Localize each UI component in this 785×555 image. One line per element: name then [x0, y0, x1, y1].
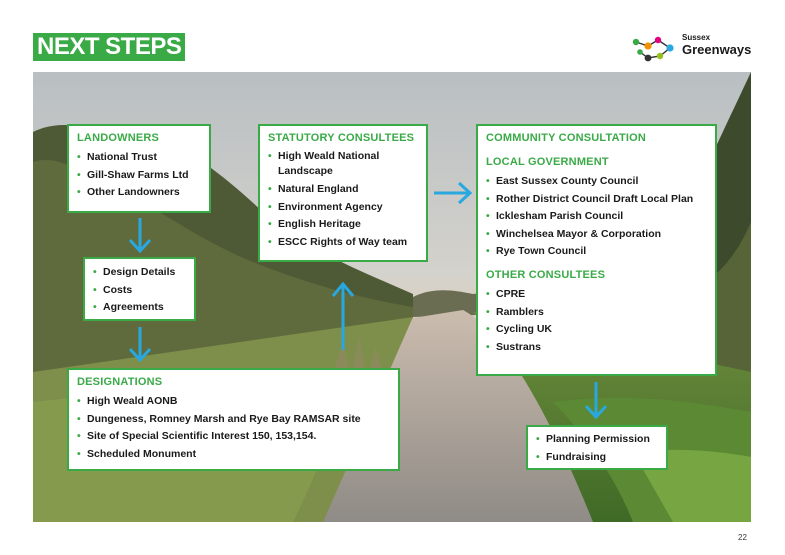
- statutory-consultees-box: STATUTORY CONSULTEES High Weald National…: [258, 124, 428, 262]
- logo-text: Sussex Greenways: [682, 33, 752, 57]
- arrow-down-icon: [584, 382, 608, 420]
- design-box: Design Details Costs Agreements: [83, 257, 196, 321]
- designations-box: DESIGNATIONS High Weald AONB Dungeness, …: [67, 368, 400, 471]
- list-item: Ramblers: [486, 304, 707, 322]
- logo-icon: [632, 36, 674, 62]
- landowners-heading: LANDOWNERS: [77, 132, 160, 144]
- community-heading: COMMUNITY CONSULTATION: [486, 132, 647, 144]
- logo-line2: Greenways: [682, 42, 752, 57]
- list-item: Natural England: [268, 181, 418, 199]
- list-item: Sustrans: [486, 339, 707, 357]
- list-item: High Weald AONB: [77, 393, 390, 411]
- list-item: Environment Agency: [268, 199, 418, 217]
- designations-heading: DESIGNATIONS: [77, 376, 163, 388]
- list-item: Design Details: [93, 264, 186, 282]
- list-item: Agreements: [93, 299, 186, 317]
- community-consultation-box: COMMUNITY CONSULTATION LOCAL GOVERNMENT …: [476, 124, 717, 376]
- landowners-box: LANDOWNERS National Trust Gill-Shaw Farm…: [67, 124, 211, 213]
- list-item: English Heritage: [268, 216, 418, 234]
- arrow-up-icon: [331, 282, 355, 350]
- list-item: East Sussex County Council: [486, 173, 707, 191]
- page-title: NEXT STEPS: [33, 33, 186, 61]
- planning-box: Planning Permission Fundraising: [526, 425, 668, 470]
- list-item: Site of Special Scientific Interest 150,…: [77, 428, 390, 446]
- local-government-heading: LOCAL GOVERNMENT: [486, 156, 609, 168]
- list-item: Fundraising: [536, 449, 658, 467]
- list-item: CPRE: [486, 286, 707, 304]
- list-item: ESCC Rights of Way team: [268, 234, 418, 252]
- arrow-down-icon: [128, 327, 152, 363]
- page-number: 22: [738, 533, 747, 542]
- list-item: Rye Town Council: [486, 243, 707, 261]
- list-item: Gill-Shaw Farms Ltd: [77, 167, 201, 185]
- list-item: Costs: [93, 282, 186, 300]
- other-consultees-heading: OTHER CONSULTEES: [486, 268, 606, 281]
- arrow-down-icon: [128, 218, 152, 254]
- list-item: Dungeness, Romney Marsh and Rye Bay RAMS…: [77, 411, 390, 429]
- list-item: High Weald National Landscape: [268, 149, 418, 179]
- statutory-heading: STATUTORY CONSULTEES: [268, 132, 415, 144]
- arrow-right-icon: [434, 181, 472, 205]
- list-item: Other Landowners: [77, 184, 201, 202]
- list-item: Rother District Council Draft Local Plan: [486, 191, 707, 209]
- list-item: Cycling UK: [486, 321, 707, 339]
- list-item: Planning Permission: [536, 431, 658, 449]
- list-item: Winchelsea Mayor & Corporation: [486, 226, 707, 244]
- list-item: Icklesham Parish Council: [486, 208, 707, 226]
- logo-line1: Sussex: [682, 33, 711, 42]
- list-item: Scheduled Monument: [77, 446, 390, 464]
- list-item: National Trust: [77, 149, 201, 167]
